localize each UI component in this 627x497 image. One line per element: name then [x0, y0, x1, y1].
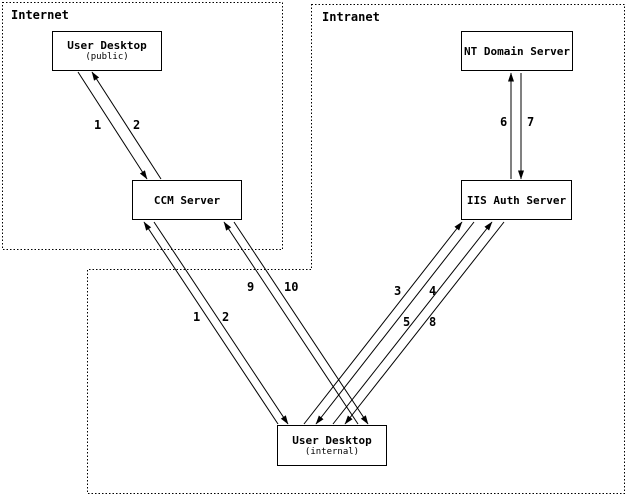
flow-line-3-internal-to-iis	[303, 221, 463, 425]
node-title: User Desktop	[292, 433, 372, 447]
flow-label-3: 3	[394, 284, 402, 298]
node-subtitle: (public)	[85, 52, 129, 62]
flow-line-2-ccm-to-public	[91, 71, 162, 180]
flow-label-5: 5	[403, 315, 411, 329]
flow-label-2-lower: 2	[222, 310, 230, 324]
node-user-desktop-internal: User Desktop (internal)	[277, 425, 387, 466]
node-iis-auth-server: IIS Auth Server	[461, 180, 572, 220]
flow-label-8: 8	[429, 315, 437, 329]
flow-label-1-upper: 1	[94, 118, 102, 132]
internet-region-border	[2, 2, 283, 250]
intranet-region-label: Intranet	[322, 10, 380, 24]
flow-label-6: 6	[500, 115, 508, 129]
flow-line-4-iis-to-internal	[315, 221, 475, 425]
internet-region-label: Internet	[11, 8, 69, 22]
flow-label-7: 7	[527, 115, 535, 129]
flow-line-1-internal-to-ccm	[143, 221, 279, 425]
flow-label-1-lower: 1	[193, 310, 201, 324]
flow-label-4: 4	[429, 284, 437, 298]
flow-line-5-internal-to-iis	[332, 221, 493, 425]
flow-label-9: 9	[247, 280, 255, 294]
node-title: NT Domain Server	[464, 44, 570, 58]
node-ccm-server: CCM Server	[132, 180, 242, 220]
node-nt-domain-server: NT Domain Server	[461, 31, 573, 71]
node-user-desktop-public: User Desktop (public)	[52, 31, 162, 71]
flow-line-10-ccm-to-internal	[233, 221, 369, 425]
node-title: IIS Auth Server	[466, 193, 567, 207]
flow-line-8-iis-to-internal	[344, 221, 505, 425]
flow-label-10: 10	[284, 280, 299, 294]
flow-arrows	[77, 71, 524, 425]
node-title: User Desktop	[67, 39, 147, 52]
flow-line-2-ccm-to-internal	[153, 221, 289, 425]
flow-line-9-internal-to-ccm	[223, 221, 359, 425]
intranet-region-border	[87, 4, 625, 494]
flow-label-2-upper: 2	[133, 118, 141, 132]
node-subtitle: (internal)	[304, 446, 360, 457]
node-title: CCM Server	[153, 193, 221, 207]
flow-line-1-public-to-ccm	[77, 71, 148, 180]
